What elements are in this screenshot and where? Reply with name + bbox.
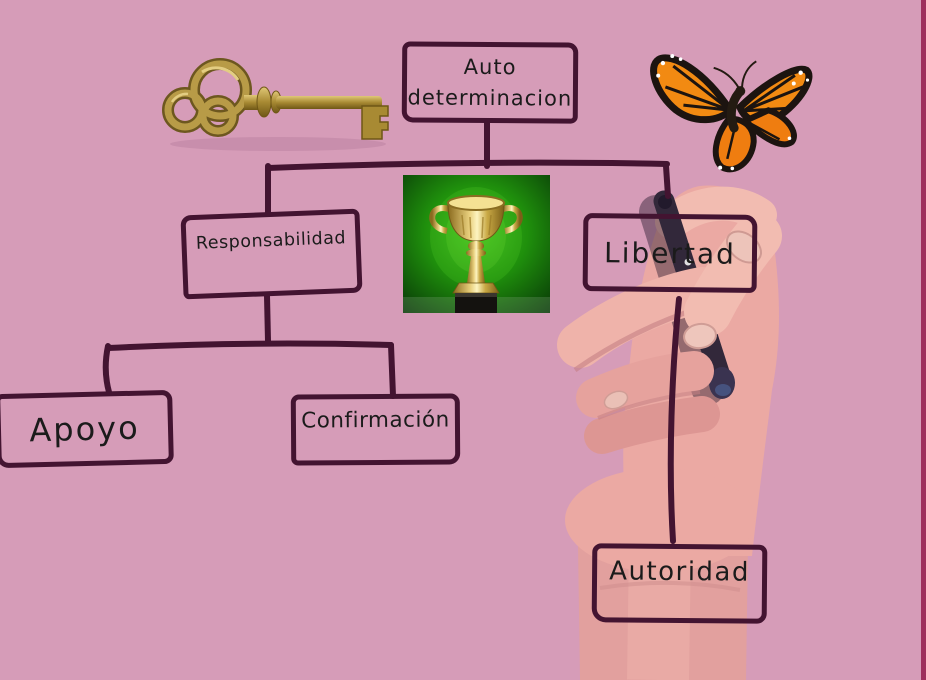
node-libertad: Libertad — [582, 213, 758, 293]
key-image — [162, 58, 389, 151]
trophy-image — [403, 175, 550, 313]
node-autoridad: Autoridad — [591, 543, 768, 624]
node-confirmacion: Confirmación — [290, 393, 461, 466]
hand-holding-marker-image — [557, 185, 782, 680]
node-auto-determinacion: Auto determinacion — [401, 41, 579, 124]
edge-responsabilidad-trunk — [264, 293, 271, 344]
node-responsabilidad-label: Responsabilidad — [195, 228, 347, 254]
butterfly-image — [650, 54, 813, 173]
node-libertad-label: Libertad — [603, 235, 737, 271]
node-apoyo: Apoyo — [0, 389, 174, 469]
edge-libertad-autoridad — [667, 296, 682, 544]
node-apoyo-label: Apoyo — [28, 408, 141, 450]
right-edge-strip — [921, 0, 926, 680]
node-confirmacion-label: Confirmación — [301, 407, 450, 434]
edge-auto-branch — [265, 159, 670, 171]
edge-responsabilidad-branch — [105, 340, 394, 351]
edge-to-libertad — [663, 163, 671, 199]
edge-to-confirmacion — [388, 342, 396, 399]
node-auto-determinacion-label: Auto determinacion — [407, 54, 573, 111]
node-autoridad-label: Autoridad — [609, 556, 751, 588]
node-responsabilidad: Responsabilidad — [180, 208, 363, 300]
edge-to-apoyo — [102, 343, 112, 395]
